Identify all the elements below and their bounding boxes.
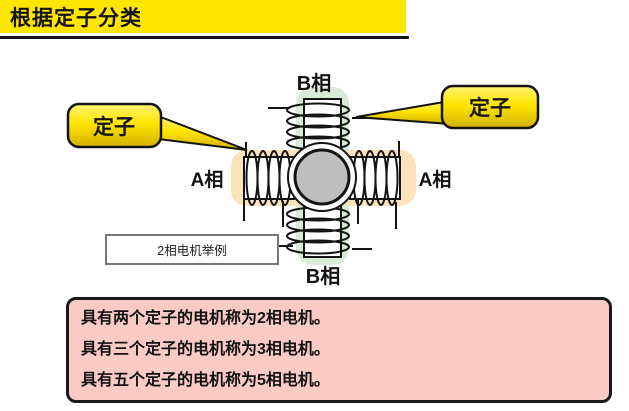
callout-right-bubble: [440, 84, 540, 130]
note-line-2phase: 具有两个定子的电机称为2相电机。: [81, 310, 330, 327]
callout-left-tail: [157, 114, 248, 151]
callout-right: 定子: [355, 84, 540, 130]
coil-bottom-winding: [286, 217, 350, 233]
coil-left: [243, 142, 295, 227]
notes-box: 具有两个定子的电机称为2相电机。 具有三个定子的电机称为3相电机。 具有五个定子…: [66, 297, 612, 403]
note-line-5phase: 具有五个定子的电机称为5相电机。: [81, 372, 330, 389]
coil-top-winding: [286, 102, 350, 118]
coil-bottom: [276, 202, 372, 258]
label-phase-b-bottom: B相: [306, 264, 340, 288]
coil-top-winding: [286, 124, 350, 140]
header-underline: [0, 36, 409, 39]
label-phase-a-left: A相: [191, 169, 224, 191]
coil-bottom-winding: [286, 228, 350, 244]
coil-top-winding: [286, 113, 350, 129]
example-label-box: 2相电机举例: [105, 234, 279, 265]
note-line-3phase: 具有三个定子的电机称为3相电机。: [81, 341, 330, 358]
page-title: 根据定子分类: [10, 6, 142, 30]
rotor: [293, 148, 351, 206]
callout-right-tail: [355, 99, 451, 126]
callout-right-label: 定子: [469, 96, 511, 120]
coil-bottom-winding: [286, 239, 350, 255]
label-phase-b-top: B相: [297, 71, 331, 95]
example-label: 2相电机举例: [157, 244, 227, 258]
callout-left: 定子: [66, 102, 248, 151]
callout-left-label: 定子: [93, 115, 135, 139]
header-bar: 根据定子分类: [0, 0, 406, 33]
callout-left-bubble: [66, 102, 163, 149]
coil-right-winding: [385, 150, 399, 206]
label-phase-a-right: A相: [419, 169, 452, 191]
